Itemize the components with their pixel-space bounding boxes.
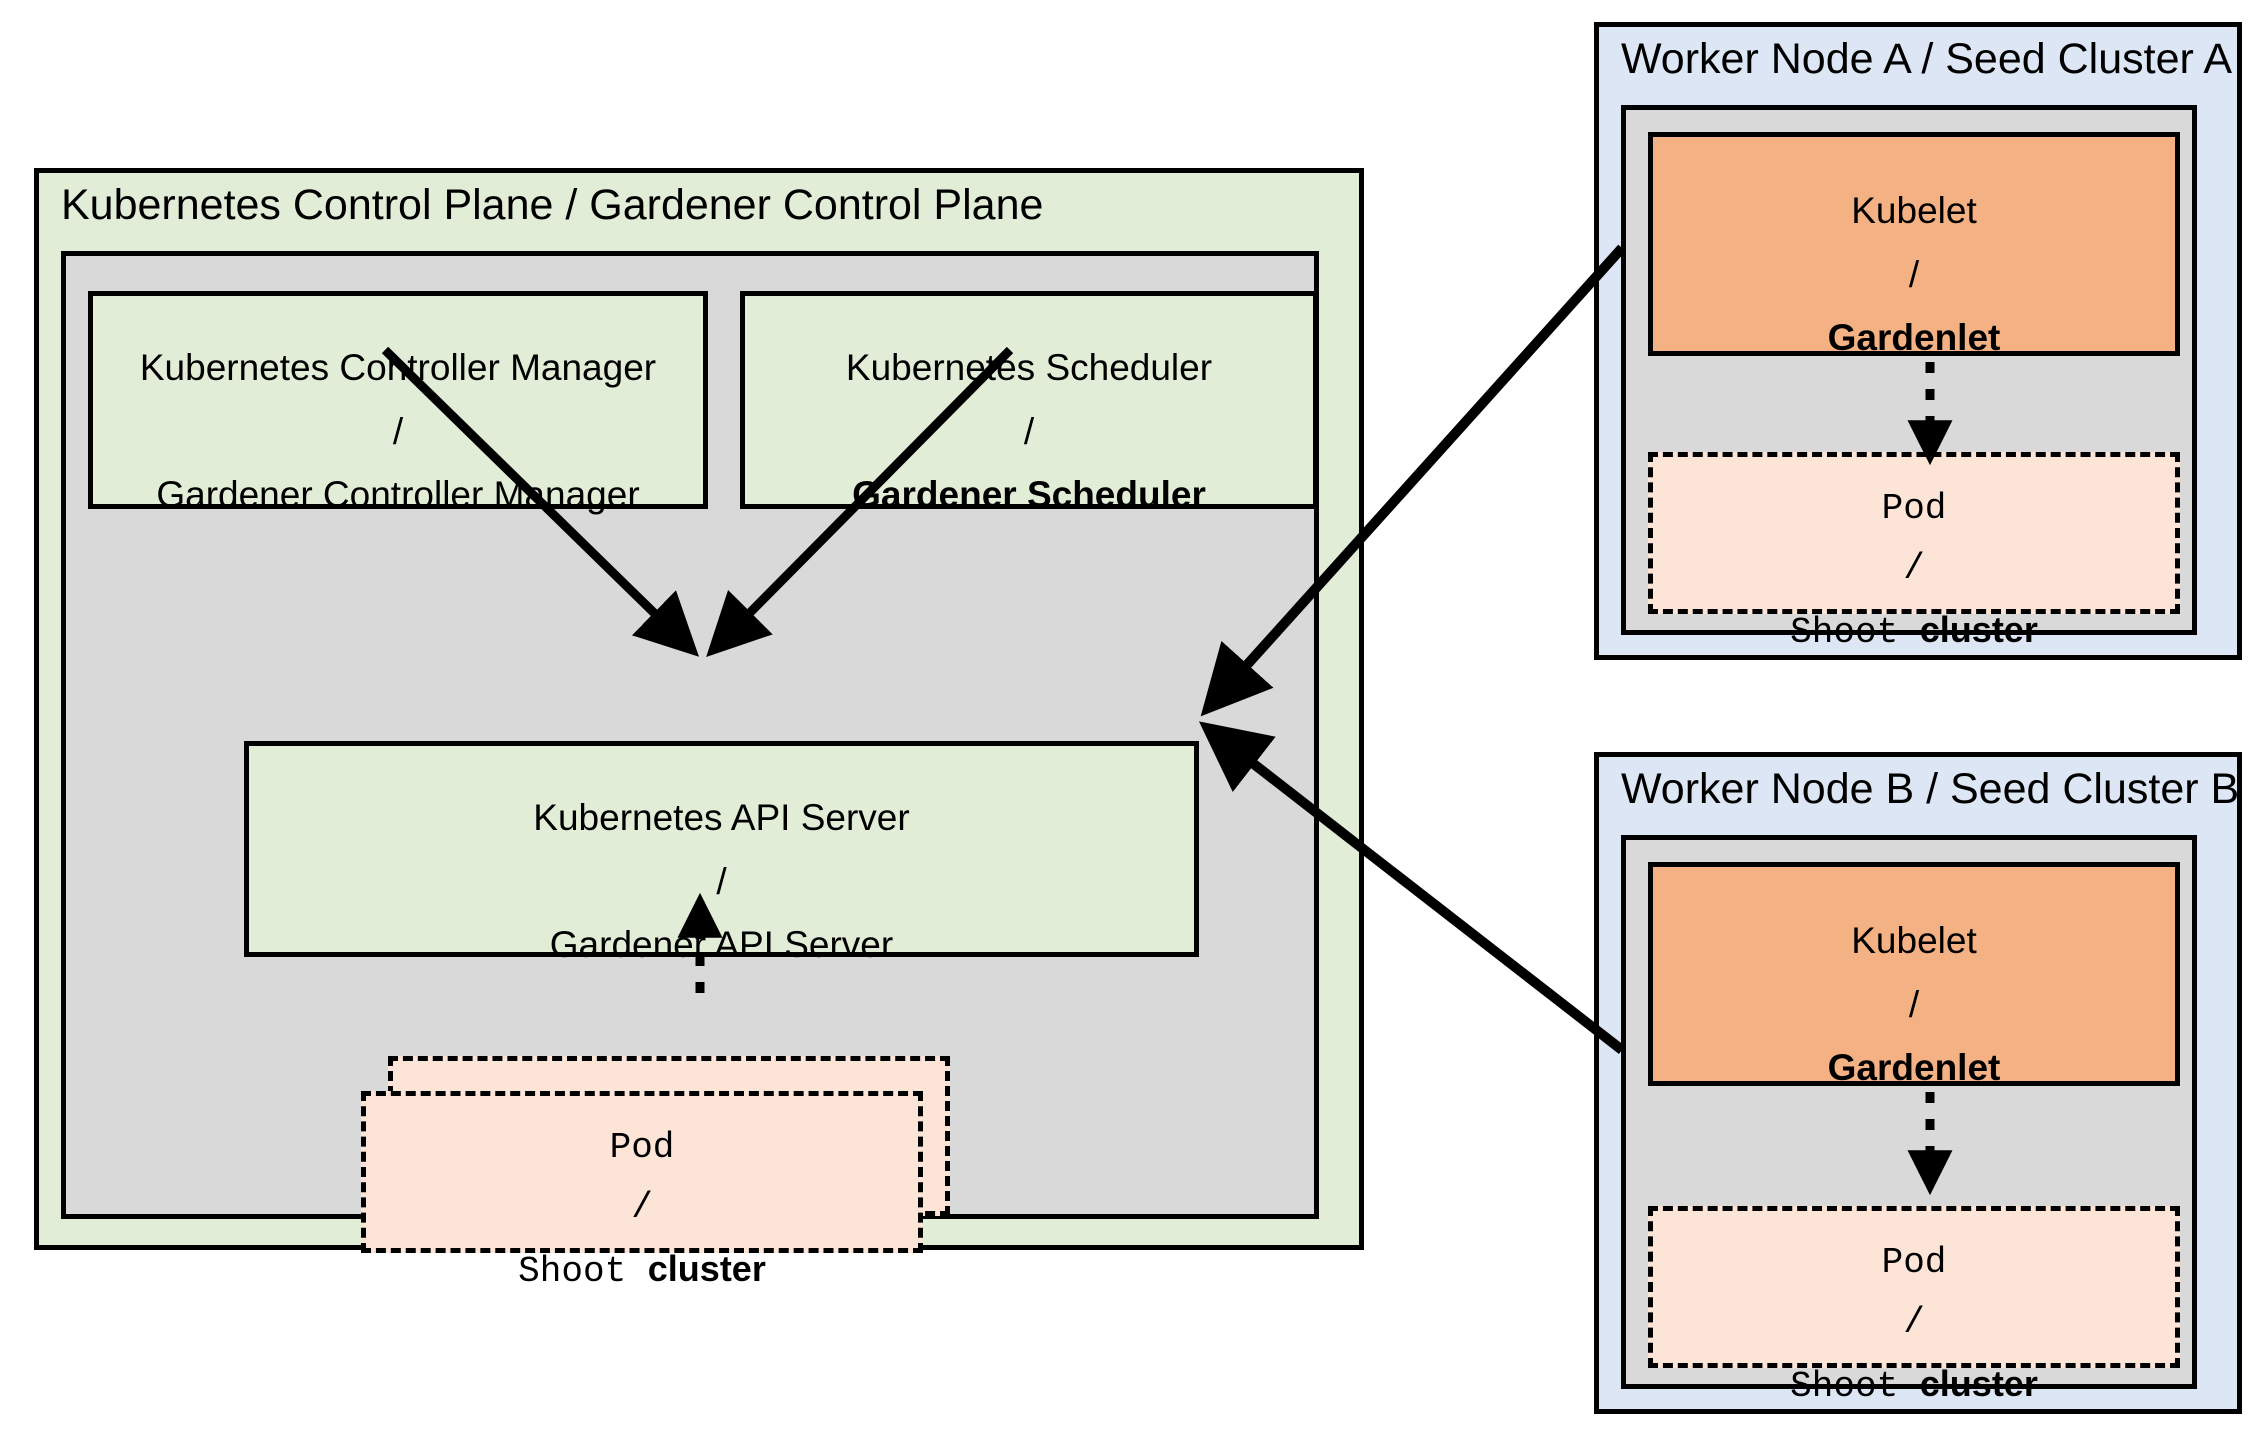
control-plane-pod-box[interactable]: Pod / Shoot cluster [361, 1091, 923, 1292]
pod-b-line1: Pod [1881, 1242, 1947, 1283]
scheduler-label: Kubernetes Scheduler / Gardener Schedule… [745, 336, 1313, 527]
controller-manager-line1: Kubernetes Controller Manager [139, 347, 657, 388]
scheduler-separator: / [1023, 410, 1035, 452]
seed-cluster-b-container: Worker Node B / Seed Cluster B Kubelet /… [1594, 752, 2242, 1414]
api-server-line2: Gardener API Server [549, 924, 894, 966]
gardenlet-b-separator: / [1908, 983, 1920, 1025]
controller-manager-line2: Gardener Controller Manager [156, 474, 640, 516]
seed-cluster-b-title: Worker Node B / Seed Cluster B [1621, 765, 2240, 813]
pod-a-line2: Shoot cluster [1653, 600, 2175, 663]
control-plane-pod-line2: Shoot cluster [366, 1239, 918, 1302]
control-plane-pod-line1: Pod [609, 1127, 675, 1168]
pod-b-line2: Shoot cluster [1653, 1354, 2175, 1417]
gardenlet-a-separator: / [1908, 253, 1920, 295]
control-plane-pod-separator: / [631, 1187, 653, 1229]
pod-a-box[interactable]: Pod / Shoot cluster [1648, 452, 2180, 653]
scheduler-line2: Gardener Scheduler [852, 474, 1206, 516]
control-plane-container: Kubernetes Control Plane / Gardener Cont… [34, 168, 1364, 1292]
pod-a-label: Pod / Shoot cluster [1653, 479, 2175, 663]
gardenlet-b-line2: Gardenlet [1827, 1047, 2001, 1089]
pod-b-line2-bold: cluster [1919, 1362, 2038, 1404]
pod-b-separator: / [1903, 1302, 1925, 1344]
control-plane-pod-line2-bold: cluster [647, 1247, 766, 1289]
controller-manager-box[interactable]: Kubernetes Controller Manager / Gardener… [88, 291, 708, 515]
seed-cluster-a-inner-area: Kubelet / Gardenlet Pod / Shoot cluster [1621, 105, 2197, 653]
pod-b-label: Pod / Shoot cluster [1653, 1233, 2175, 1417]
scheduler-box[interactable]: Kubernetes Scheduler / Gardener Schedule… [740, 291, 1318, 515]
pod-b-box[interactable]: Pod / Shoot cluster [1648, 1206, 2180, 1407]
gardenlet-b-box[interactable]: Kubelet / Gardenlet [1648, 862, 2180, 1088]
control-plane-pod-label: Pod / Shoot cluster [366, 1118, 918, 1302]
seed-cluster-b-inner-area: Kubelet / Gardenlet Pod / Shoot cluster [1621, 835, 2197, 1407]
control-plane-inner-area: Kubernetes Controller Manager / Gardener… [61, 251, 1319, 1292]
scheduler-line1: Kubernetes Scheduler [845, 347, 1213, 388]
controller-manager-label: Kubernetes Controller Manager / Gardener… [93, 336, 703, 527]
gardenlet-b-line1: Kubelet [1851, 920, 1977, 961]
api-server-line1: Kubernetes API Server [533, 797, 910, 838]
gardenlet-a-label: Kubelet / Gardenlet [1653, 179, 2175, 370]
pod-a-separator: / [1903, 548, 1925, 590]
gardenlet-a-line1: Kubelet [1851, 190, 1977, 231]
pod-b-line2-prefix: Shoot [1790, 1365, 1920, 1407]
control-plane-title: Kubernetes Control Plane / Gardener Cont… [61, 181, 1044, 229]
pod-a-line2-bold: cluster [1919, 608, 2038, 650]
controller-manager-separator: / [392, 410, 404, 452]
api-server-label: Kubernetes API Server / Gardener API Ser… [249, 786, 1194, 977]
pod-a-line1: Pod [1881, 488, 1947, 529]
control-plane-pod-line2-prefix: Shoot [518, 1250, 648, 1292]
pod-a-line2-prefix: Shoot [1790, 611, 1920, 653]
gardenlet-a-box[interactable]: Kubelet / Gardenlet [1648, 132, 2180, 358]
seed-cluster-a-container: Worker Node A / Seed Cluster A Kubelet /… [1594, 22, 2242, 660]
seed-cluster-a-title: Worker Node A / Seed Cluster A [1621, 35, 2233, 83]
gardenlet-b-label: Kubelet / Gardenlet [1653, 909, 2175, 1100]
api-server-box[interactable]: Kubernetes API Server / Gardener API Ser… [244, 741, 1199, 965]
gardenlet-a-line2: Gardenlet [1827, 317, 2001, 359]
api-server-separator: / [716, 860, 727, 902]
